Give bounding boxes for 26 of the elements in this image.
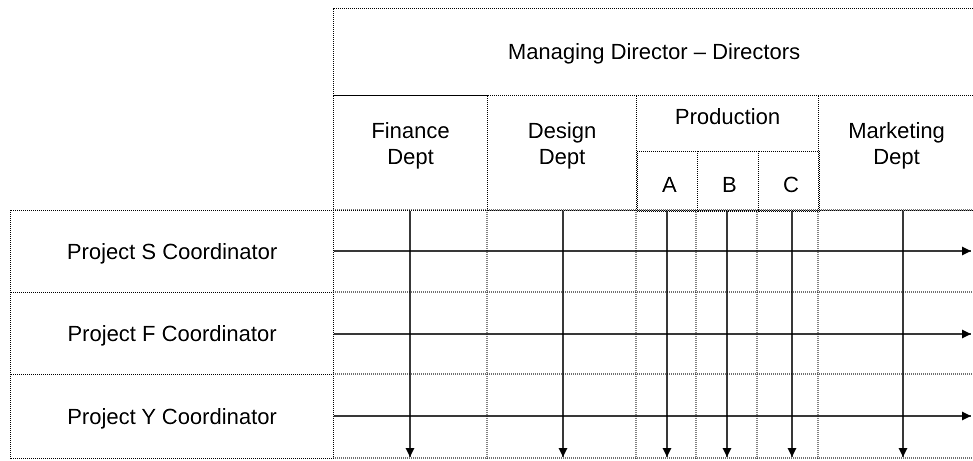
- section-cell: [758, 151, 820, 212]
- arrow: [406, 211, 414, 457]
- section-label: B: [722, 172, 734, 198]
- heading-text: Managing Director – Directors: [508, 39, 800, 65]
- department-label: Production: [674, 104, 780, 130]
- section-cell: [697, 151, 759, 212]
- arrow: [898, 211, 908, 457]
- arrow: [334, 330, 971, 338]
- section-cell: [637, 151, 698, 212]
- arrow: [558, 211, 568, 457]
- arrow: [722, 211, 732, 457]
- header-cell: [333, 8, 973, 96]
- arrow: [662, 211, 672, 457]
- coordinator-cell: [10, 374, 334, 459]
- department-label: Marketing Dept: [847, 118, 946, 170]
- coordinator-label: Project S Coordinator: [66, 238, 278, 264]
- arrow: [334, 246, 971, 256]
- coordinator-label: Project Y Coordinator: [67, 404, 277, 430]
- department-label: Finance Dept: [370, 118, 451, 170]
- coordinator-cell: [10, 210, 334, 293]
- department-cell: [333, 95, 488, 211]
- coordinator-cell: [10, 292, 334, 375]
- coordinator-label: Project F Coordinator: [67, 320, 277, 346]
- department-label: Design Dept: [526, 118, 598, 170]
- arrow: [334, 412, 971, 420]
- arrow: [788, 211, 796, 457]
